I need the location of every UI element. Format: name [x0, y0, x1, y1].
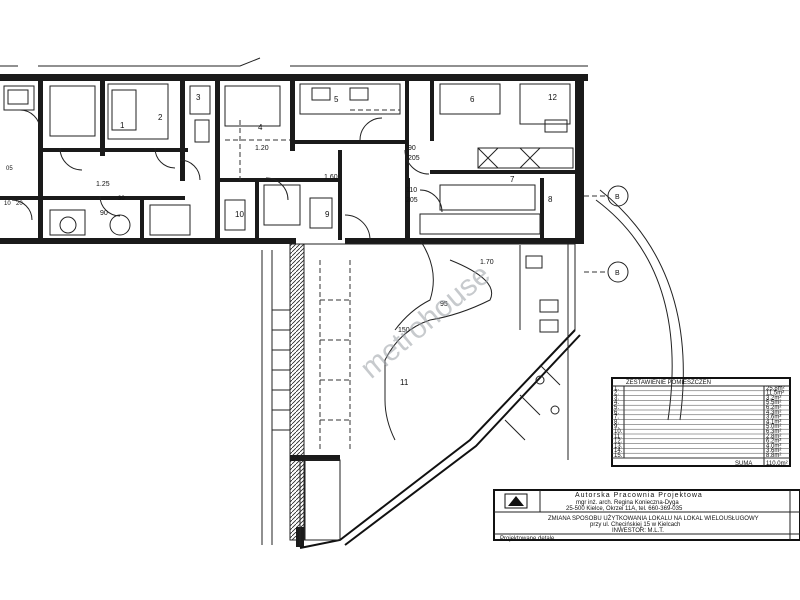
dimension-label: 90: [100, 210, 108, 217]
dimension-label: 95: [440, 301, 448, 308]
room-number: 10: [235, 210, 244, 219]
dimension-label: 205: [406, 197, 418, 204]
room-number: 3: [196, 93, 201, 102]
room-number: 2: [158, 113, 163, 122]
room-table-row-area: 3.2m²: [766, 395, 781, 401]
room-table-row-area: 8.8m²: [766, 453, 781, 459]
project-line3: INWESTOR: M.L.T.: [612, 528, 664, 534]
studio-logo-icon: [504, 493, 528, 509]
room-number: 5: [334, 95, 339, 104]
title-block-footer: Projektowane detale: [500, 536, 555, 542]
room-number: 6: [470, 95, 475, 104]
room-table-row-area: 6.2m²: [766, 439, 781, 445]
dimension-label: 1.25: [96, 181, 110, 188]
dimension-label: 150: [398, 327, 410, 334]
room-number: 11: [400, 378, 409, 387]
studio-line3: 25-500 Kielce, Okrzei 11A, tel. 660-369-…: [566, 506, 683, 512]
project-line2: przy ul. Chęcińskiej 15 w Kielcach: [590, 522, 680, 528]
room-table-row-number: 15.: [614, 453, 623, 459]
room-number: 8: [548, 195, 553, 204]
room-table-total-label: SUMA: [735, 461, 752, 467]
room-schedule-table: ZESTAWIENIE POMIESZCZEŃ 1. 25.8m² 2. 11.5m²…: [611, 377, 791, 467]
room-table-row-number: 5.: [614, 405, 619, 411]
room-table-row-area: 5.5m²: [766, 400, 781, 406]
room-table-row-area: 6.2m²: [766, 405, 781, 411]
room-table-row-number: 4.: [614, 400, 619, 406]
room-numbers: 1 2 3 4 5 6 7 8 9 10 11 12: [120, 93, 557, 387]
dimension-label: 1.20: [255, 145, 269, 152]
dimension-label: 1.60: [324, 174, 338, 181]
room-table-row-number: 8.: [614, 419, 619, 425]
room-number: 9: [325, 210, 330, 219]
room-table-row-number: 3.: [614, 395, 619, 401]
room-table-row-number: 11.: [614, 434, 622, 440]
dimension-label: 110: [406, 187, 417, 194]
plot-boundary: [0, 57, 684, 545]
axis-marker-2: [607, 261, 629, 283]
lower-hall: [272, 239, 581, 549]
room-table-row-number: 7.: [614, 415, 619, 421]
room-table-total-area: 110.0m²: [766, 461, 788, 467]
room-number: 12: [548, 93, 557, 102]
fixtures: [3, 83, 574, 236]
dashed-lines: [225, 109, 400, 180]
dimension-label: 1.70: [480, 259, 494, 266]
room-number: 4: [258, 123, 263, 132]
room-table-row-area: 11.5m²: [766, 391, 784, 397]
axis-markers: B B: [584, 185, 629, 283]
room-table-row-area: 4.0m²: [766, 443, 781, 449]
room-table-row-number: 13.: [614, 443, 623, 449]
room-table-rows: 1. 25.8m² 2. 11.5m² 3. 3.2m² 4. 5.5m² 5. 6.2m² 6. 4…: [612, 386, 790, 459]
dimension-label: 30: [118, 196, 125, 202]
room-table-row-area: 3.6m²: [766, 448, 781, 454]
room-table-row-number: 9.: [614, 424, 619, 430]
dimension-label: 90: [408, 145, 416, 152]
room-table-row-number: 1.: [614, 386, 619, 392]
axis-marker-1: [607, 185, 629, 207]
room-table-row-area: 3.6m²: [766, 415, 781, 421]
interior-partitions: [0, 81, 578, 241]
room-number: 7: [510, 175, 515, 184]
dimension-label: 20: [16, 201, 23, 207]
project-line1: ZMIANA SPOSOBU UŻYTKOWANIA LOKALU NA LOK…: [548, 515, 759, 522]
dimension-labels: 1.25 1.20 1.60 90 205 110 205 90 1.70 95…: [4, 145, 494, 334]
title-block: Autorska Pracownia Projektowa mgr inż. a…: [493, 489, 800, 542]
door-swings: [11, 109, 443, 241]
room-table-row-number: 2.: [614, 391, 619, 397]
studio-line2: mgr inż. arch. Regina Konieczna-Dyga: [576, 500, 679, 506]
room-table-row-area: 25.8m²: [766, 386, 785, 392]
watermark-logo: metrohouse: [354, 258, 497, 385]
room-table-row-area: 4.1m²: [766, 419, 781, 425]
room-table-row-area: 2.8m²: [766, 434, 781, 440]
room-table-row-number: 6.: [614, 410, 619, 416]
axis-marker-label: B: [615, 270, 620, 277]
room-table-row-number: 12.: [614, 439, 623, 445]
axis-marker-label: B: [615, 194, 620, 201]
room-table-row-number: 14.: [614, 448, 623, 454]
studio-name: Autorska Pracownia Projektowa: [575, 492, 703, 499]
room-table-row-area: 6.3m²: [766, 429, 781, 435]
exterior-walls: [0, 74, 588, 547]
room-table-title: ZESTAWIENIE POMIESZCZEŃ: [626, 379, 711, 386]
dimension-label: 205: [408, 155, 420, 162]
room-number: 1: [120, 121, 125, 130]
room-table-row-number: 10.: [614, 429, 623, 435]
dimension-label: 05: [6, 166, 13, 172]
dimension-label: 10: [4, 201, 11, 207]
room-table-row-area: 4.3m²: [766, 410, 781, 416]
room-table-row-area: 5.0m²: [766, 424, 781, 430]
